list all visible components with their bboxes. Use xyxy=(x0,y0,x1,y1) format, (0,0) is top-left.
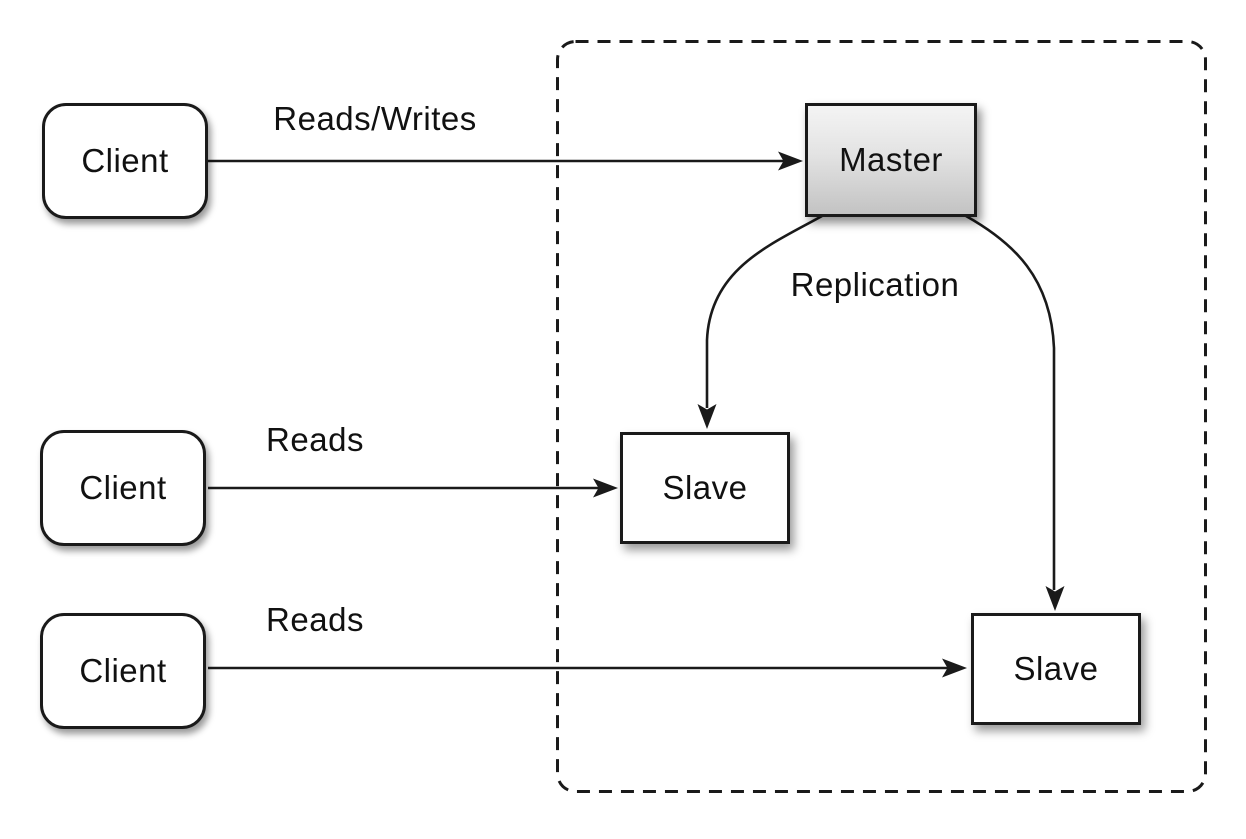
master-label: Master xyxy=(839,141,943,178)
reads-writes-arrowhead-icon xyxy=(778,151,803,171)
reads-top-edge-label: Reads xyxy=(266,421,364,458)
replication-edge-label: Replication xyxy=(790,266,960,303)
slave-1-node: Slave xyxy=(620,432,790,544)
client-3-node: Client xyxy=(40,613,206,729)
reads-bottom-edge-label: Reads xyxy=(266,601,364,638)
master-node: Master xyxy=(805,103,977,217)
reads-writes-edge-label: Reads/Writes xyxy=(273,100,477,137)
client-3-label: Client xyxy=(79,652,167,689)
replication-right-curve xyxy=(965,214,1056,590)
client-1-label: Client xyxy=(81,142,169,179)
replication-right-arrowhead-icon xyxy=(1045,586,1065,611)
reads-bottom-arrowhead-icon xyxy=(942,658,967,678)
slave-2-label: Slave xyxy=(1013,650,1099,687)
replication-left-curve xyxy=(705,214,823,408)
replication-cluster-boundary xyxy=(556,40,1207,793)
replication-left-arrowhead-icon xyxy=(697,404,717,429)
client-2-label: Client xyxy=(79,469,167,506)
client-2-node: Client xyxy=(40,430,206,546)
client-1-node: Client xyxy=(42,103,208,219)
slave-1-label: Slave xyxy=(662,469,748,506)
slave-2-node: Slave xyxy=(971,613,1141,725)
reads-top-arrowhead-icon xyxy=(593,478,618,498)
